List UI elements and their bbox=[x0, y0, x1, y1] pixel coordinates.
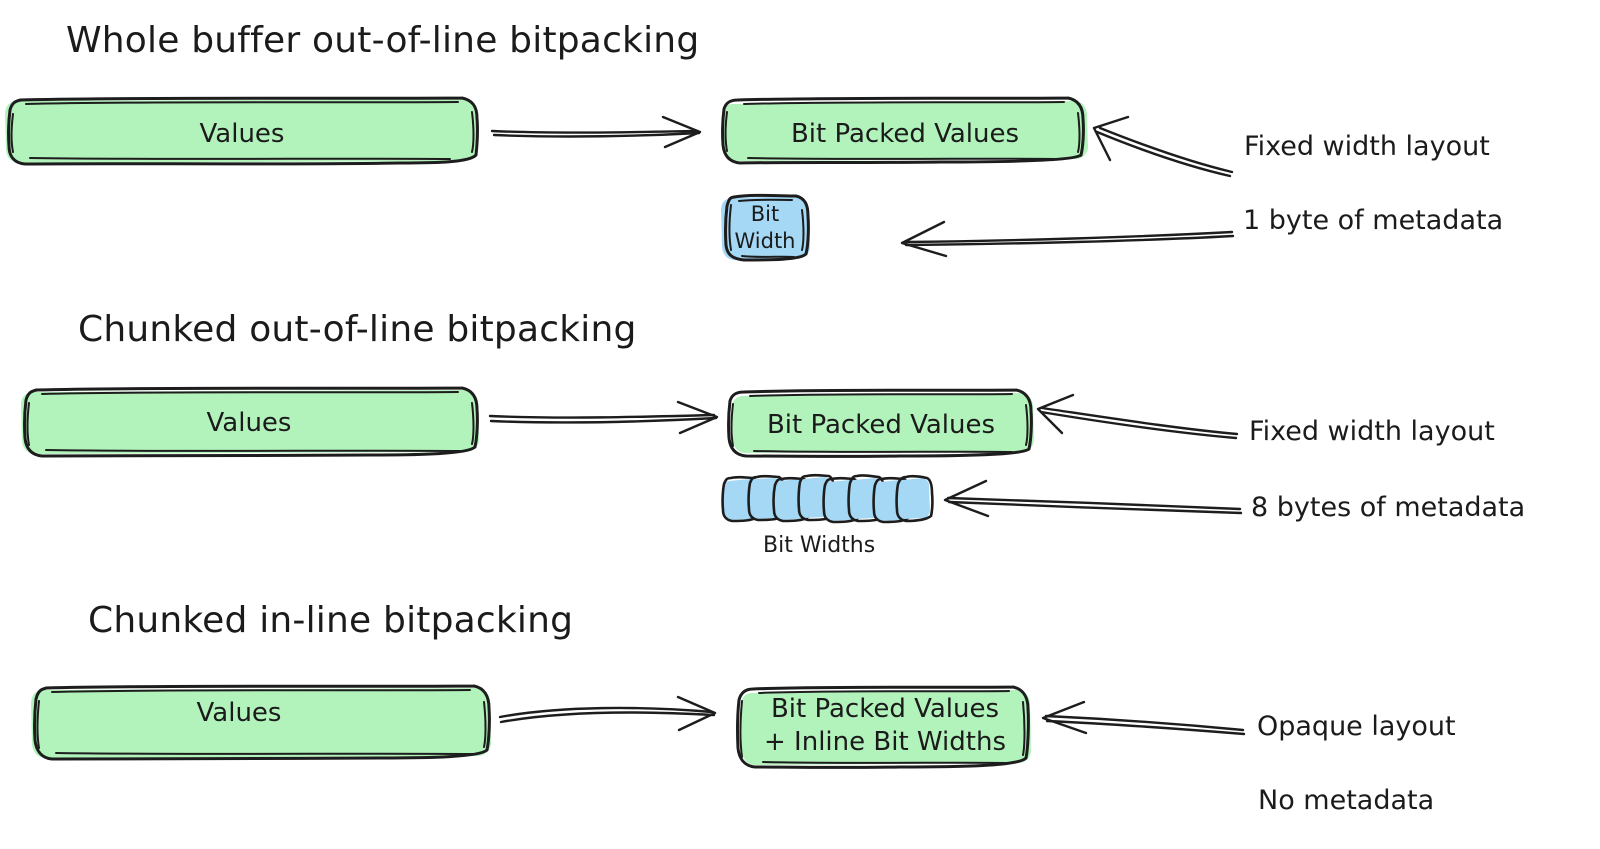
bit-packed-values-inline-box-3[interactable]: Bit Packed Values + Inline Bit Widths bbox=[736, 685, 1031, 769]
annotation-fixed-width-2: Fixed width layout bbox=[1036, 393, 1495, 447]
section-title-whole-buffer: Whole buffer out-of-line bitpacking bbox=[66, 20, 699, 61]
section-chunked-out-of-line: Chunked out-of-line bitpacking Values Bi… bbox=[21, 309, 1525, 558]
bit-width-box-1-outline bbox=[724, 193, 810, 262]
values-box-2-outline bbox=[23, 386, 479, 458]
bit-width-box-1-label-line1: Bit bbox=[751, 202, 779, 226]
bit-width-box-1-label-line2: Width bbox=[734, 229, 795, 253]
bit-packed-values-box-1-outline bbox=[721, 96, 1085, 165]
annotation-opaque-layout: Opaque layout bbox=[1041, 700, 1456, 742]
annotation-fixed-width-1-text: Fixed width layout bbox=[1244, 131, 1490, 162]
section-chunked-in-line: Chunked in-line bitpacking Values Bit Pa… bbox=[31, 600, 1456, 816]
bit-packed-values-inline-box-3-label-line1: Bit Packed Values bbox=[771, 694, 999, 724]
arrow-values-to-packed-1 bbox=[490, 115, 702, 149]
bit-widths-cell-outline bbox=[895, 474, 934, 523]
section-whole-buffer: Whole buffer out-of-line bitpacking Valu… bbox=[5, 20, 1503, 262]
bit-widths-cell-fill bbox=[897, 478, 930, 519]
annotation-no-metadata-text: No metadata bbox=[1258, 785, 1434, 816]
values-box-3-outline bbox=[33, 684, 491, 761]
bit-width-box-1[interactable]: Bit Width bbox=[721, 193, 810, 262]
values-box-1-label: Values bbox=[200, 119, 285, 149]
section-title-chunked-out-of-line: Chunked out-of-line bitpacking bbox=[78, 309, 637, 350]
bit-widths-cells-2[interactable] bbox=[721, 473, 934, 524]
annotation-fixed-width-1: Fixed width layout bbox=[1092, 115, 1490, 178]
bit-widths-cell-outline bbox=[822, 476, 861, 524]
bit-widths-cell-outline bbox=[747, 474, 786, 522]
annotation-fixed-width-2-text: Fixed width layout bbox=[1249, 416, 1495, 447]
bit-packed-values-inline-box-3-label-line2: + Inline Bit Widths bbox=[764, 727, 1006, 757]
bit-packed-values-box-2-outline bbox=[727, 388, 1033, 458]
bit-packed-values-box-1-fill bbox=[722, 101, 1088, 161]
bit-packed-values-box-2-fill bbox=[732, 393, 1034, 453]
values-box-2-fill bbox=[21, 390, 479, 454]
values-box-2-label: Values bbox=[207, 408, 292, 438]
bit-widths-cell-outline bbox=[872, 476, 911, 524]
values-box-1[interactable]: Values bbox=[5, 96, 479, 166]
section-title-chunked-in-line: Chunked in-line bitpacking bbox=[88, 600, 573, 641]
annotation-8-bytes-metadata-text: 8 bytes of metadata bbox=[1251, 492, 1525, 523]
values-box-1-outline-2 bbox=[10, 101, 475, 160]
bit-packed-values-box-1[interactable]: Bit Packed Values bbox=[721, 96, 1088, 165]
values-box-3-fill bbox=[31, 688, 491, 758]
bit-widths-cell-outline bbox=[797, 473, 836, 522]
bit-packed-values-box-1-label: Bit Packed Values bbox=[791, 119, 1019, 149]
values-box-3[interactable]: Values bbox=[31, 684, 491, 761]
arrow-values-to-packed-2 bbox=[488, 400, 719, 435]
bit-widths-caption-2: Bit Widths bbox=[763, 533, 875, 558]
values-box-3-label: Values bbox=[197, 698, 282, 728]
bit-width-box-1-fill bbox=[721, 196, 810, 260]
bit-widths-cell-outline bbox=[847, 474, 886, 523]
values-box-2[interactable]: Values bbox=[21, 386, 479, 458]
bit-packed-values-inline-box-3-fill bbox=[741, 690, 1031, 765]
annotation-1-byte-metadata-text: 1 byte of metadata bbox=[1243, 205, 1503, 236]
values-box-1-outline bbox=[7, 96, 479, 166]
values-box-1-fill bbox=[5, 99, 478, 163]
arrow-values-to-packed-3 bbox=[498, 695, 717, 732]
bit-packed-values-inline-box-3-outline bbox=[736, 685, 1030, 769]
bit-packed-values-box-2-label: Bit Packed Values bbox=[767, 410, 995, 440]
bit-packed-values-box-2[interactable]: Bit Packed Values bbox=[727, 388, 1034, 458]
annotation-8-bytes-metadata: 8 bytes of metadata bbox=[943, 479, 1525, 523]
annotation-opaque-layout-text: Opaque layout bbox=[1257, 711, 1456, 742]
annotation-1-byte-metadata: 1 byte of metadata bbox=[900, 205, 1503, 258]
